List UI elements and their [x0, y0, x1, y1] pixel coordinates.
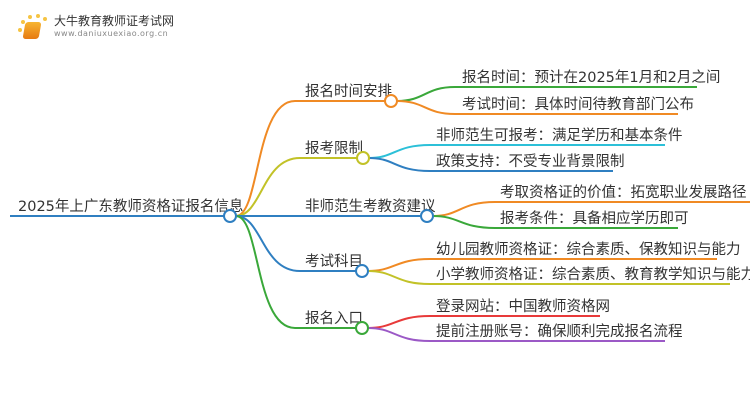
edge-leaf-4-2	[367, 270, 730, 285]
root-collapse-toggle[interactable]	[223, 209, 237, 223]
book-logo-icon	[18, 14, 48, 40]
leaf-label-1-2[interactable]: 考试时间：具体时间待教育部门公布	[462, 96, 694, 113]
site-logo[interactable]: 大牛教育教师证考试网 www.daniuxuexiao.org.cn	[18, 14, 174, 40]
branch-label-5[interactable]: 报名入口	[305, 310, 363, 327]
branch-4-collapse-toggle[interactable]	[355, 264, 369, 278]
branch-5-collapse-toggle[interactable]	[355, 321, 369, 335]
branch-3-collapse-toggle[interactable]	[420, 209, 434, 223]
leaf-label-2-1[interactable]: 非师范生可报考：满足学历和基本条件	[436, 127, 683, 144]
leaf-label-3-2[interactable]: 报考条件：具备相应学历即可	[500, 209, 689, 227]
branch-label-2[interactable]: 报考限制	[305, 140, 363, 157]
edge-branch-1	[235, 100, 385, 217]
edge-branch-5	[235, 215, 356, 329]
leaf-label-5-2[interactable]: 提前注册账号：确保顺利完成报名流程	[436, 323, 683, 340]
leaf-label-5-1[interactable]: 登录网站：中国教师资格网	[436, 298, 610, 315]
edge-branch-2	[235, 157, 357, 217]
edge-leaf-3-2	[432, 215, 678, 229]
leaf-label-1-1[interactable]: 报名时间：预计在2025年1月和2月之间	[462, 69, 720, 86]
leaf-label-4-1[interactable]: 幼儿园教师资格证：综合素质、保教知识与能力	[436, 241, 741, 258]
branch-label-3[interactable]: 非师范生考教资建议	[305, 198, 436, 215]
leaf-label-4-2[interactable]: 小学教师资格证：综合素质、教育教学知识与能力	[436, 266, 750, 283]
edge-leaf-5-2	[367, 327, 665, 342]
branch-label-1[interactable]: 报名时间安排	[305, 83, 392, 100]
branch-1-collapse-toggle[interactable]	[384, 94, 398, 108]
logo-title: 大牛教育教师证考试网	[54, 14, 175, 28]
edge-leaf-2-2	[368, 157, 613, 172]
leaf-label-3-1[interactable]: 考取资格证的价值：拓宽职业发展路径	[500, 184, 747, 201]
edge-leaf-1-2	[396, 100, 678, 115]
edge-branch-4	[235, 215, 356, 272]
branch-2-collapse-toggle[interactable]	[356, 151, 370, 165]
root-node-label: 2025年上广东教师资格证报名信息	[18, 198, 243, 215]
branch-label-4[interactable]: 考试科目	[305, 253, 363, 270]
logo-url: www.daniuxuexiao.org.cn	[54, 29, 169, 38]
leaf-label-2-2[interactable]: 政策支持：不受专业背景限制	[436, 153, 625, 170]
